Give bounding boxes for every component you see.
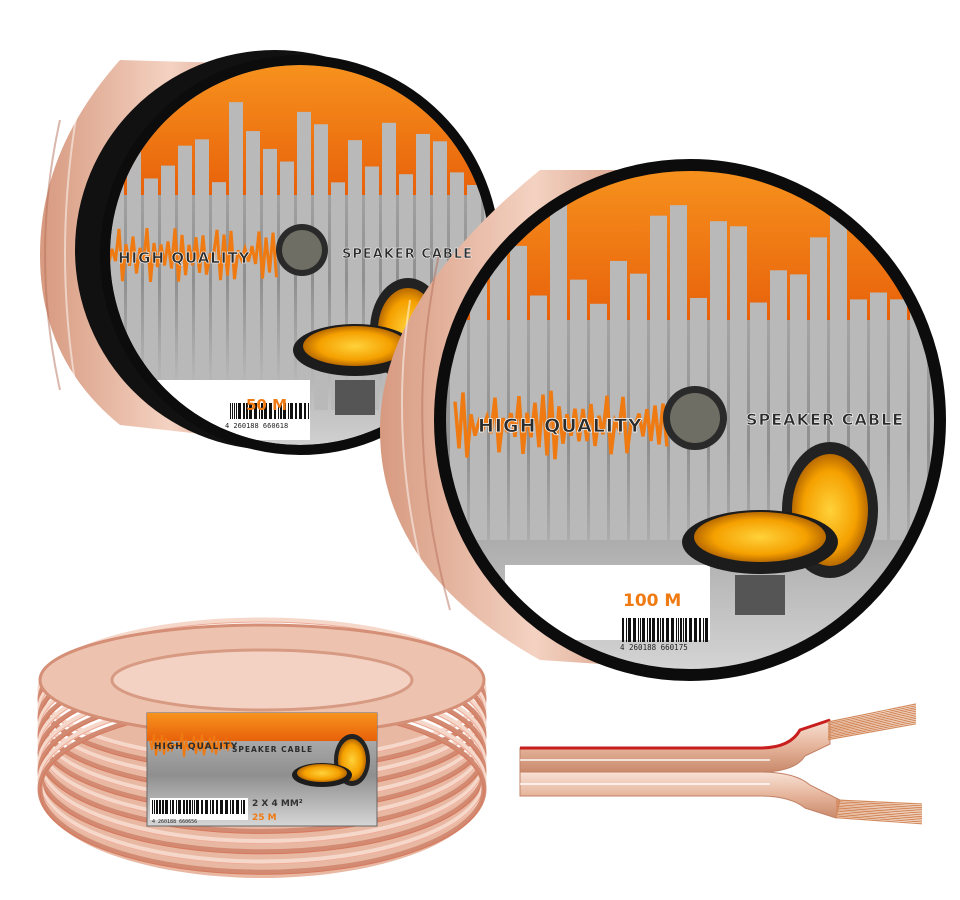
barcode-number: 4 260188 660618 (225, 422, 288, 430)
length-label: 100 M (623, 591, 681, 611)
barcode-number: 4 260188 660656 (152, 819, 197, 825)
spec-label: 2 X 4 MM² (252, 799, 303, 809)
brand-left-label: HIGH QUALITY (478, 415, 643, 437)
length-label: 25 M (252, 813, 277, 823)
speaker-icon (292, 734, 370, 787)
speaker-icon (682, 442, 878, 615)
brand-left-label: HIGH QUALITY (118, 249, 251, 267)
stripped-cable (519, 703, 923, 825)
length-label: 50 M (246, 396, 287, 414)
barcode-number: 4 260188 660175 (620, 643, 688, 652)
spool-50m (40, 50, 500, 455)
brand-left-label: HIGH QUALITY (154, 742, 238, 752)
brand-right-label: SPEAKER CABLE (746, 410, 904, 429)
spool-100m (380, 159, 946, 681)
brand-right-label: SPEAKER CABLE (232, 745, 313, 754)
brand-right-label: SPEAKER CABLE (342, 247, 473, 262)
cable-coil-25m (37, 617, 487, 878)
